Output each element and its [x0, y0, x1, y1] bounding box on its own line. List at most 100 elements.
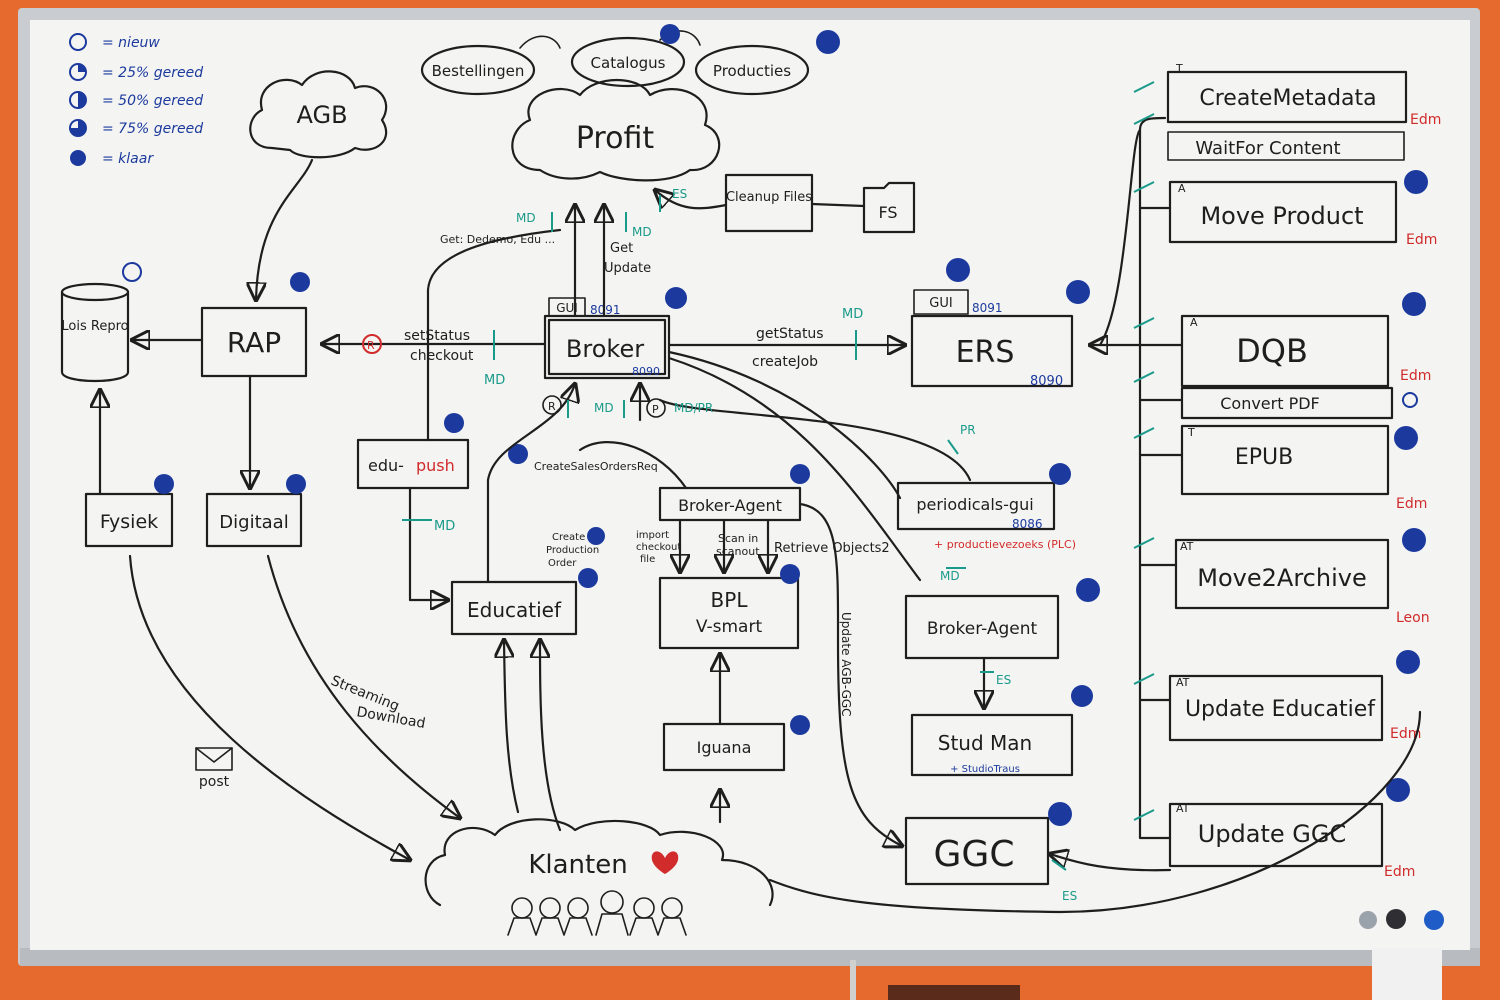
label-import-c: file: [640, 554, 655, 565]
periodicals-label: periodicals-gui: [916, 495, 1033, 514]
label-r-red: R: [367, 339, 375, 352]
bpl-label: BPL: [711, 588, 749, 612]
profit-catalogus: Catalogus: [591, 54, 666, 72]
broker-agent-1-label: Broker-Agent: [678, 496, 782, 515]
task-dqb-owner: Edm: [1400, 368, 1431, 384]
educatief-box: Educatief: [450, 444, 605, 636]
cleanup-label: Cleanup Files: [726, 190, 812, 205]
task-updateeducatief-label: Update Educatief: [1185, 697, 1376, 722]
profit-cloud: Profit Bestellingen Catalogus Producties: [420, 24, 840, 182]
cleanup-files-box: Cleanup Files: [724, 173, 814, 233]
status-move2archive: [1402, 528, 1426, 552]
ers-label: ERS: [956, 335, 1015, 370]
broker-agent-2-box: Broker-Agent: [904, 578, 1100, 660]
status-convertpdf: [1402, 392, 1418, 408]
ggc-box: GGC: [904, 802, 1072, 886]
tick-md-2: MD: [632, 225, 652, 239]
tick-pr: PR: [960, 423, 976, 437]
broker-agent-2-label: Broker-Agent: [927, 619, 1038, 639]
task-moveproduct-tag: A: [1178, 182, 1186, 195]
legend-label-new: = nieuw: [102, 35, 160, 51]
klanten-cloud: Klanten: [424, 818, 774, 936]
edu-push-label-a: edu-: [368, 456, 404, 475]
label-p: P: [652, 403, 659, 416]
connection-labels: Get: Dedemo, Edu ... Get Update setStatu…: [329, 233, 890, 732]
periodicals-note: + productievezoeks (PLC): [934, 538, 1076, 551]
tick-es-3: ES: [1062, 889, 1077, 903]
legend-label-75: = 75% gereed: [102, 121, 203, 137]
agb-cloud: AGB: [249, 70, 388, 159]
task-waitforcontent-label: WaitFor Content: [1195, 138, 1340, 159]
tick-md-3: MD: [484, 373, 505, 388]
label-create-prod-c: Order: [548, 558, 577, 569]
fs-label: FS: [878, 203, 897, 222]
task-moveproduct-owner: Edm: [1406, 232, 1437, 248]
label-scanout: scanout: [716, 545, 760, 558]
legend-label-25: = 25% gereed: [102, 65, 203, 81]
rap-label: RAP: [227, 326, 281, 359]
task-updateggc-owner: Edm: [1384, 864, 1415, 880]
legend-symbol-done: [70, 150, 86, 166]
task-epub-tag: T: [1187, 426, 1195, 439]
status-profit: [816, 30, 840, 54]
task-updateeducatief-owner: Edm: [1390, 726, 1421, 742]
broker-gui-port: 8091: [590, 303, 621, 317]
task-moveproduct-label: Move Product: [1200, 202, 1363, 230]
broker-port: 8090: [632, 365, 660, 378]
klanten-label: Klanten: [528, 850, 627, 880]
studman-box: Stud Man + StudioTraus: [910, 685, 1093, 777]
studman-label: Stud Man: [938, 731, 1032, 755]
tick-md-6: MD: [434, 519, 455, 534]
label-import-a: import: [636, 530, 669, 541]
status-studman: [1071, 685, 1093, 707]
legend-label-done: = klaar: [102, 151, 154, 167]
marker-tray: [20, 948, 1480, 966]
status-ggc: [1048, 802, 1072, 826]
lois-repro-db: Lois Repro: [60, 262, 142, 383]
status-epub: [1394, 426, 1418, 450]
fysiek-label: Fysiek: [100, 511, 158, 533]
task-dqb-label: DQB: [1236, 332, 1308, 370]
tick-md-4: MD: [842, 307, 863, 322]
label-setstatus: setStatus: [404, 328, 470, 344]
label-create-prod-a: Create: [552, 532, 585, 543]
label-update-agb: Update AGB-GGC: [839, 612, 853, 717]
tick-es-1: ES: [672, 187, 687, 201]
label-import-b: checkout: [636, 542, 681, 553]
label-r: R: [548, 400, 556, 413]
status-dqb: [1402, 292, 1426, 316]
iguana-label: Iguana: [697, 738, 752, 757]
task-createmetadata-tag: T: [1175, 62, 1183, 75]
agb-label: AGB: [296, 101, 347, 129]
profit-producties: Producties: [713, 62, 791, 80]
legend: = nieuw = 25% gereed = 50% gereed = 75% …: [69, 33, 203, 167]
tick-md-7: MD: [940, 569, 960, 583]
ers-port: 8090: [1030, 374, 1063, 389]
magnets: [850, 909, 1444, 1000]
status-ers-gui: [946, 258, 970, 282]
label-getstatus: getStatus: [756, 326, 824, 342]
label-get: Get: [610, 241, 633, 256]
task-move2archive-owner: Leon: [1396, 610, 1430, 626]
vsmart-label: V-smart: [696, 617, 763, 637]
fysiek-box: Fysiek: [84, 474, 174, 548]
status-ers: [1066, 280, 1090, 304]
post-envelope-icon: post: [195, 747, 233, 790]
status-periodicals: [1049, 463, 1071, 485]
label-scanin: Scan in: [718, 532, 758, 545]
ers-gui-port: 8091: [972, 301, 1003, 315]
periodicals-port: 8086: [1012, 517, 1043, 531]
lois-repro-label: Lois Repro: [61, 319, 128, 334]
broker-gui-label: GUI: [556, 301, 578, 315]
digitaal-box: Digitaal: [205, 474, 306, 548]
status-lois: [122, 262, 142, 282]
status-bpl: [780, 564, 800, 584]
task-updateggc-tag: AT: [1176, 802, 1190, 815]
profit-bestellingen: Bestellingen: [432, 62, 525, 80]
status-moveproduct: [1404, 170, 1428, 194]
status-broker-agent-1: [790, 464, 810, 484]
broker-box: Broker 8090 GUI 8091: [543, 287, 687, 380]
task-createmetadata-owner: Edm: [1410, 112, 1441, 128]
digitaal-label: Digitaal: [219, 512, 288, 533]
label-checkout: checkout: [410, 348, 474, 364]
